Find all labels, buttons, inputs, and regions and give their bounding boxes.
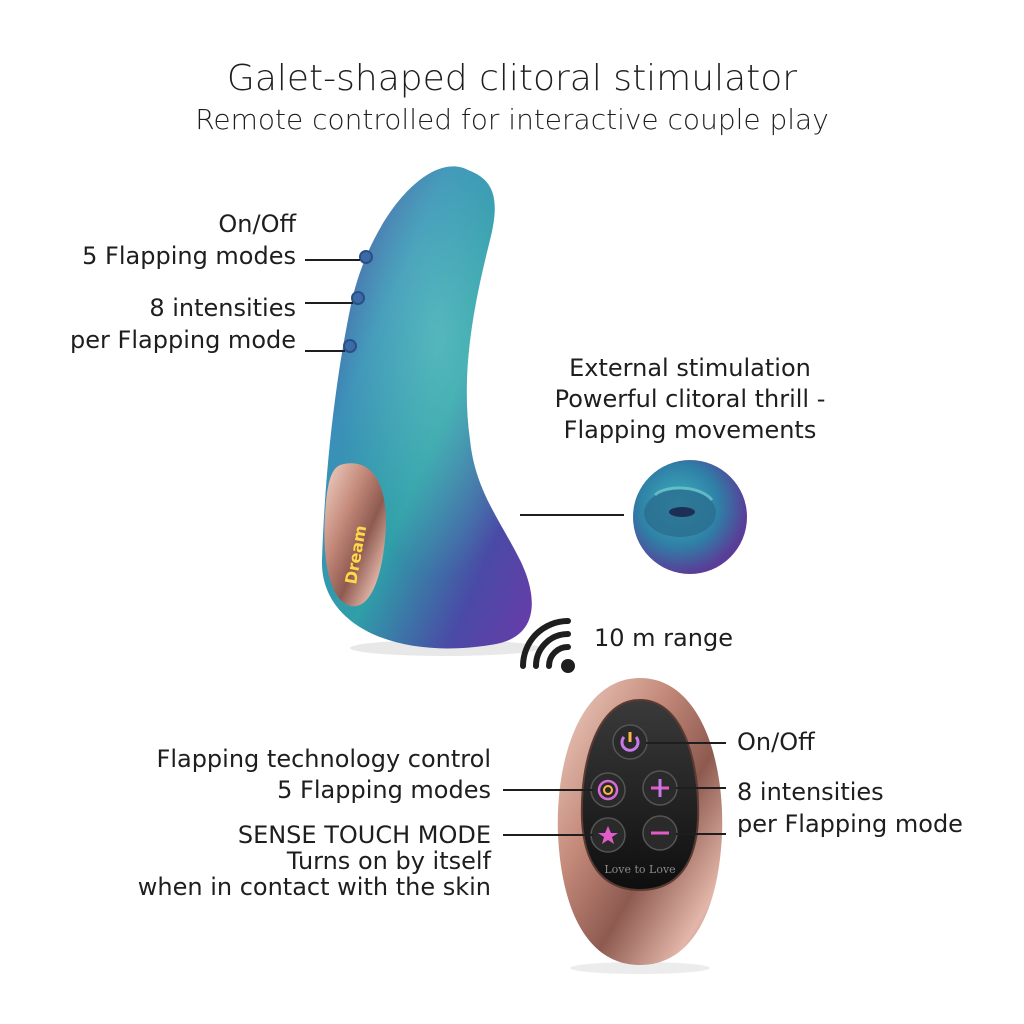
external-label-line3: Flapping movements xyxy=(563,416,817,444)
remote-brand-text: Love to Love xyxy=(604,863,675,876)
device-button-plus xyxy=(351,291,365,305)
metal-plate xyxy=(324,463,386,607)
remote-modes-button xyxy=(590,772,626,808)
remote-label-technology: Flapping technology control xyxy=(156,745,491,773)
wireless-signal-icon xyxy=(520,618,575,673)
stimulation-head-detail xyxy=(633,460,747,574)
device-label-per-mode: per Flapping mode xyxy=(70,326,296,354)
device-label-modes: 5 Flapping modes xyxy=(82,242,296,270)
external-label-line1: External stimulation xyxy=(569,354,811,382)
remote-minus-button xyxy=(642,815,678,851)
remote-label-per-mode: per Flapping mode xyxy=(737,810,963,838)
leader-line-remote-power xyxy=(646,742,726,744)
remote-label-contact: when in contact with the skin xyxy=(137,873,491,901)
range-label: 10 m range xyxy=(594,624,733,652)
remote-power-button xyxy=(612,724,648,760)
device-button-minus xyxy=(343,339,357,353)
page-title: Galet-shaped clitoral stimulator xyxy=(226,58,798,99)
remote-label-onoff: On/Off xyxy=(737,728,815,756)
leader-line-minus xyxy=(305,350,345,352)
device-label-onoff: On/Off xyxy=(218,210,296,238)
page-subtitle: Remote controlled for interactive couple… xyxy=(195,103,829,136)
remote-sense-button xyxy=(590,817,626,853)
remote-control: Love to Love xyxy=(557,678,723,974)
leader-line-remote-modes xyxy=(503,789,593,791)
leader-line-remote-minus xyxy=(676,833,726,835)
device-label-intensities: 8 intensities xyxy=(149,294,296,322)
remote-label-modes: 5 Flapping modes xyxy=(277,776,491,804)
leader-line-remote-sense xyxy=(503,834,593,836)
remote-label-turns-on: Turns on by itself xyxy=(286,847,491,875)
leader-line-power xyxy=(305,259,360,261)
leader-line-head xyxy=(520,514,624,516)
stimulator-device: Dream xyxy=(321,166,540,656)
leader-line-remote-plus xyxy=(676,787,726,789)
remote-plus-button xyxy=(642,770,678,806)
external-label-line2: Powerful clitoral thrill - xyxy=(554,385,826,413)
leader-line-plus xyxy=(305,302,353,304)
remote-label-intensities: 8 intensities xyxy=(737,778,884,806)
remote-label-sense: SENSE TOUCH MODE xyxy=(237,821,491,849)
device-button-power xyxy=(359,250,373,264)
